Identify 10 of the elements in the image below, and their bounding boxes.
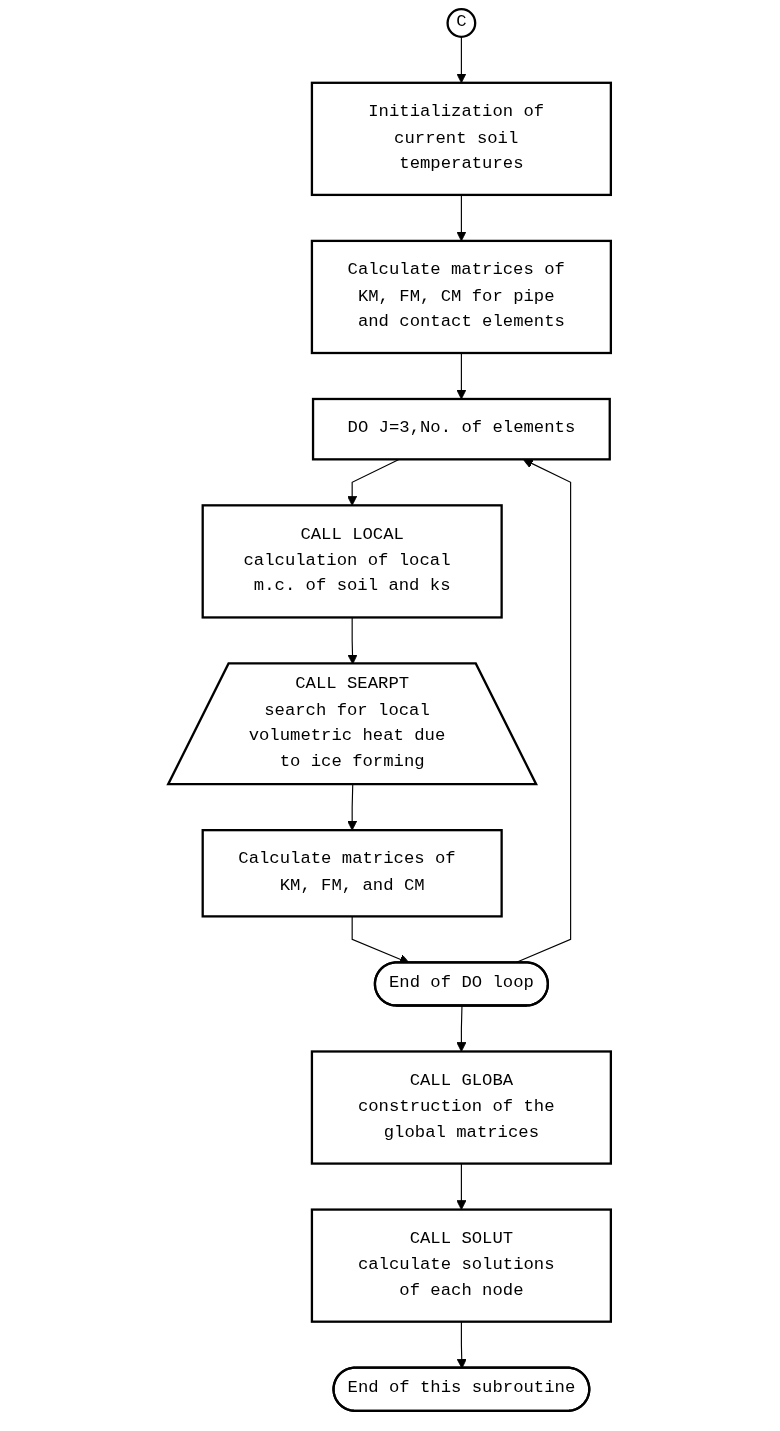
arrow (456, 1005, 467, 1052)
node-box: Calculate matrices of KM, FM, CM for pipe and contact elements (311, 239, 613, 355)
arrow (347, 784, 358, 831)
node-box: CALL GLOBA construction of the global matrices (311, 1050, 613, 1165)
node-circle: C (446, 8, 477, 38)
node-box: CALL LOCAL calculation of local m.c. of soil and ks (202, 504, 504, 619)
node-box: DO J=3,No. of elements (312, 397, 612, 461)
node-box: CALL SOLUT calculate solutions of each node (311, 1208, 613, 1323)
node-box: Initialization of current soil temperatures (311, 81, 613, 197)
node-box: Calculate matrices of KM, FM, and CM (202, 829, 504, 918)
